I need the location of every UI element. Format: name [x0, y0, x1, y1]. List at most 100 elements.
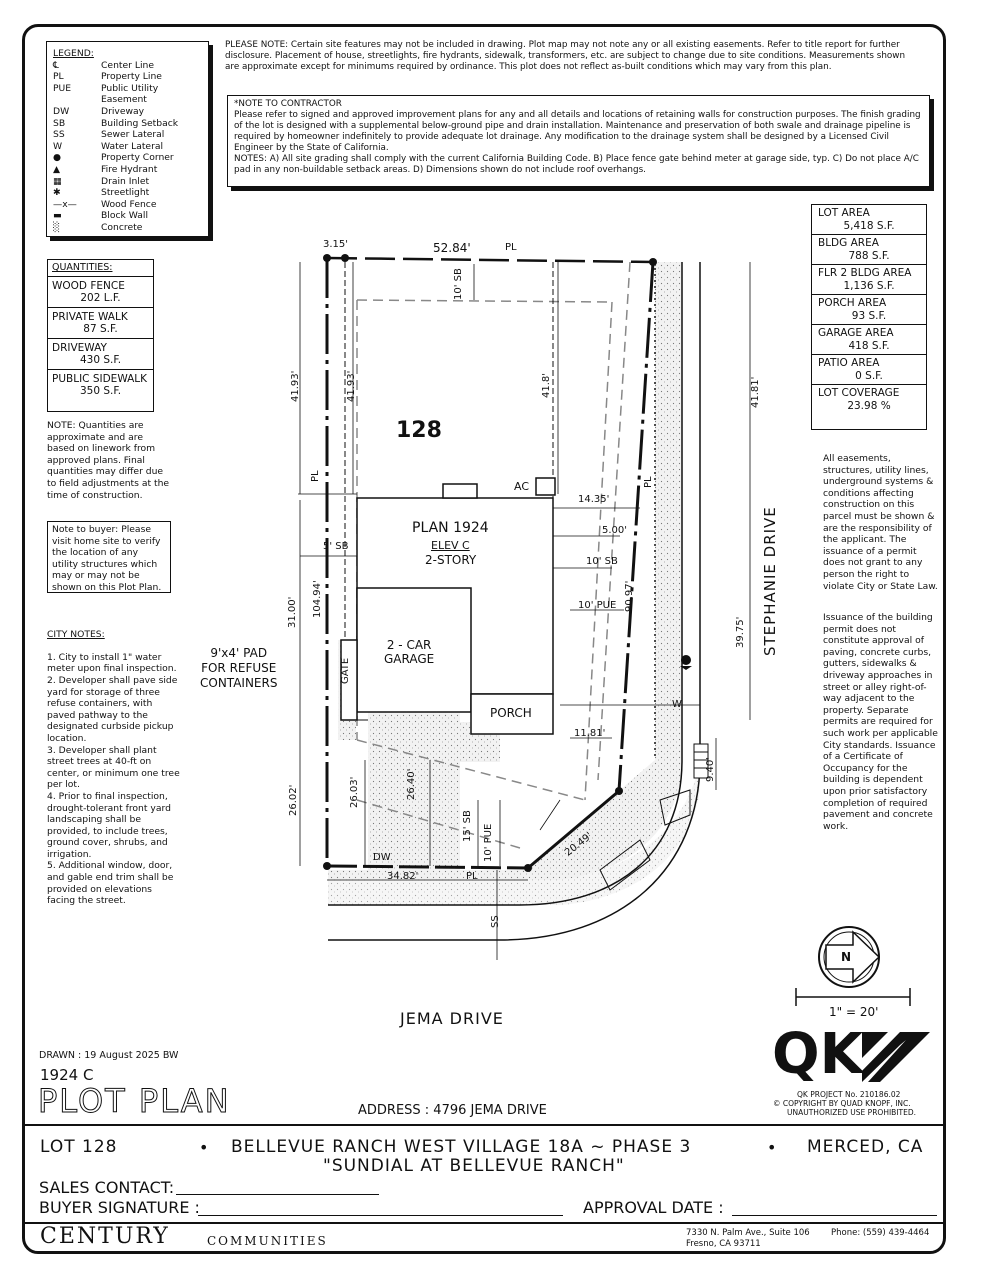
footer-bullet: • — [199, 1138, 209, 1157]
quantity-value: 202 L.F. — [80, 292, 121, 304]
contractor-note-title: *NOTE TO CONTRACTOR — [234, 99, 342, 109]
dim-left-inner: 41.93' — [346, 370, 357, 402]
legend-key: SS — [53, 129, 65, 141]
quantity-label: PRIVATE WALK — [52, 311, 128, 323]
sheet-border — [22, 24, 946, 1254]
legend-key: SB — [53, 117, 66, 129]
city-notes-body: 1. City to install 1" water meter upon f… — [47, 651, 180, 907]
public-sidewalk-bottom — [328, 760, 682, 880]
dim-pl-right: PL — [643, 476, 654, 488]
title-divider — [22, 1124, 946, 1126]
plan-elevation: ELEV C — [431, 539, 470, 552]
area-label: PORCH AREA — [818, 297, 887, 309]
legend-key: ▦ — [53, 175, 62, 187]
qk-logo-text: QK — [772, 1022, 863, 1087]
contractor-note-box: *NOTE TO CONTRACTOR Please refer to sign… — [227, 95, 930, 187]
dim-bottom-2603: 26.03' — [349, 776, 360, 808]
qk-logo — [848, 1032, 930, 1082]
dim-dw: DW — [373, 852, 391, 863]
front-pue-line — [356, 799, 521, 849]
legend-label: Property Line — [101, 71, 162, 83]
dim-top: 52.84' — [433, 241, 471, 255]
builder-sub: COMMUNITIES — [207, 1234, 328, 1248]
dim-bottom-3482: 34.82' — [387, 871, 419, 882]
legend-key: ✱ — [53, 187, 61, 199]
plan-name: PLAN 1924 — [412, 520, 489, 536]
porch-label: PORCH — [490, 706, 532, 720]
dim-ss: SS — [490, 915, 501, 928]
curb-curve — [499, 759, 701, 941]
property-corner — [341, 254, 349, 262]
dim-rear-sb: 10' SB — [453, 268, 464, 300]
dim-right-outer: 41.81' — [750, 376, 761, 408]
dim-bottom-left: 26.02' — [288, 784, 299, 816]
footer-lot: LOT 128 — [40, 1137, 118, 1157]
dim-center: 41.8' — [541, 372, 552, 398]
pue-line-right — [597, 261, 631, 781]
fire-hydrant — [680, 655, 692, 670]
buyer-signature-field[interactable] — [198, 1201, 563, 1216]
legend-item: ▦Drain Inlet — [53, 176, 202, 188]
drawn-info: DRAWN : 19 August 2025 BW — [39, 1050, 179, 1061]
front-setback-line — [356, 739, 586, 801]
footer-project: BELLEVUE RANCH WEST VILLAGE 18A ~ PHASE … — [231, 1137, 692, 1157]
dim-front-sb: 15' SB — [462, 810, 473, 842]
dim-bottom-2640: 26.40' — [406, 768, 417, 800]
legend-key: ℄ — [53, 59, 59, 71]
garage-label: 2 - CAR GARAGE — [384, 638, 435, 666]
quantities-note: NOTE: Quantities are approximate and are… — [47, 420, 170, 501]
refuse-pad-note: 9'x4' PAD FOR REFUSE CONTAINERS — [200, 646, 278, 690]
property-corner — [323, 254, 331, 262]
rear-setback-line — [356, 299, 613, 303]
plan-code: 1924 C — [40, 1066, 94, 1084]
legend-item: ▲Fire Hydrant — [53, 164, 202, 176]
legend-label: Water Lateral — [101, 140, 164, 152]
street-stephanie: STEPHANIE DRIVE — [761, 506, 779, 656]
dim-pl-top: PL — [505, 242, 517, 253]
ac-pad — [535, 477, 556, 496]
area-label: PATIO AREA — [818, 357, 880, 369]
area-value: 1,136 S.F. — [843, 280, 895, 292]
north-arrow — [818, 926, 881, 988]
footer-subdivision: "SUNDIAL AT BELLEVUE RANCH" — [323, 1156, 625, 1176]
scale-bar — [795, 988, 911, 1006]
approval-date-field[interactable] — [732, 1201, 937, 1216]
qk-unauthorized: UNAUTHORIZED USE PROHIBITED. — [787, 1108, 917, 1117]
dim-front-pue: 10' PUE — [483, 823, 494, 862]
area-value: 93 S.F. — [851, 310, 887, 322]
ramp — [599, 839, 651, 891]
dim-right-3975: 39.75' — [735, 616, 746, 648]
gate-label: GATE — [340, 657, 351, 684]
footer-divider — [22, 1222, 946, 1224]
quantity-label: WOOD FENCE — [52, 280, 125, 292]
legend-title: LEGEND: — [53, 48, 94, 59]
sales-contact-field[interactable] — [176, 1180, 379, 1195]
area-label: BLDG AREA — [818, 237, 879, 249]
qk-project: QK PROJECT No. 210186.02 — [797, 1090, 901, 1099]
quantity-value: 350 S.F. — [79, 385, 122, 397]
property-line-top — [326, 256, 654, 264]
sidewalk-strip — [328, 760, 700, 905]
legend-label: Streetlight — [101, 187, 150, 199]
dim-side-sb-right: 10' SB — [586, 556, 618, 567]
area-value: 0 S.F. — [855, 370, 883, 382]
legend-key: —x— — [53, 198, 77, 210]
buyer-note: Note to buyer: Please visit home site to… — [52, 524, 162, 593]
area-label: LOT COVERAGE — [818, 387, 900, 399]
property-line-right — [617, 261, 655, 792]
legend-item: ●Property Corner — [53, 152, 202, 164]
